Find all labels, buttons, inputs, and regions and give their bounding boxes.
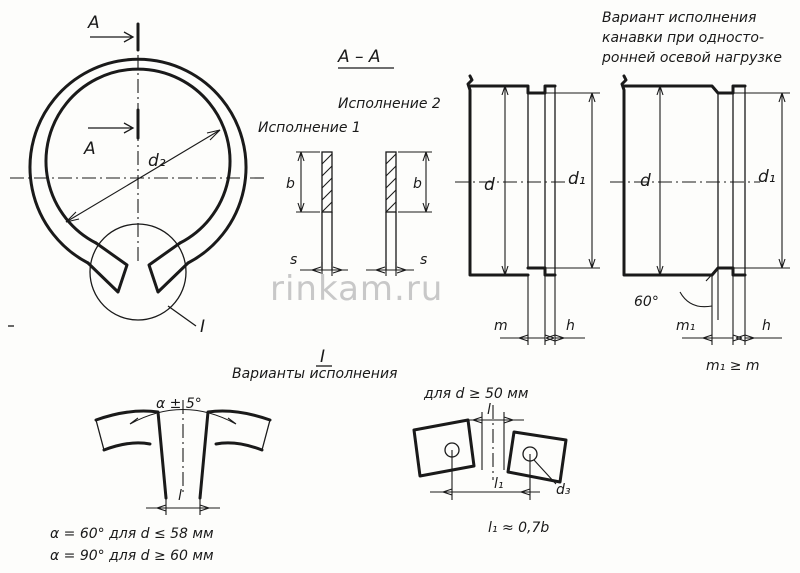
one-side-d1-dim [733, 92, 790, 269]
one-side-relation: m₁ ≥ m [706, 358, 760, 374]
detail-callout-label: I [200, 317, 205, 337]
shaft-step-lines [527, 86, 556, 275]
one-side-angle-arc [679, 267, 719, 308]
groove-m-label: m [494, 318, 508, 334]
detail-section: I Варианты исполнения α ± 5° l α = 60° д… [50, 347, 397, 564]
variant2-profile [385, 151, 397, 213]
one-side-title-2: канавки при односто- [602, 30, 764, 46]
one-side-h-label: h [762, 318, 771, 334]
holes-condition: для d ≥ 50 мм [423, 386, 529, 402]
ring-diameter-line [65, 129, 221, 223]
ring-view: I A A d₂ [8, 13, 265, 337]
groove-h-label: h [566, 318, 575, 334]
detail-holes-section: для d ≥ 50 мм l l₁ d₃ l₁ ≈ 0,7b [412, 386, 571, 536]
one-side-extension-lines [711, 275, 746, 345]
groove-one-side-view: Вариант исполнения канавки при односто- … [601, 10, 790, 374]
section-mark-top: A [87, 13, 100, 33]
detail-gap-dim [146, 498, 220, 515]
holes-gap-dim [462, 412, 524, 470]
one-side-m1-dim [682, 334, 743, 342]
groove-m-dim [500, 334, 555, 342]
variant1-s-label: s [290, 252, 297, 268]
one-side-d-label: d [640, 171, 651, 191]
groove-extension-lines [527, 275, 556, 345]
ring-diameter-arrows [65, 129, 221, 223]
holes-l1-label: l₁ [494, 476, 504, 492]
one-side-title-1: Вариант исполнения [602, 10, 756, 26]
one-side-step-lines [717, 86, 746, 275]
variant2-b-label: b [413, 176, 422, 192]
ring-lug-right [147, 241, 190, 294]
variant1-b-dim [296, 151, 320, 213]
one-side-h-dim [735, 334, 782, 342]
detail-title: Варианты исполнения [232, 366, 397, 382]
one-side-m1-label: m₁ [676, 318, 695, 334]
ring-diameter-label: d₂ [148, 151, 166, 171]
holes-l1-dim [430, 450, 540, 500]
variant1-s-dim [300, 262, 348, 276]
detail-note-1: α = 60° для d ≤ 58 мм [50, 526, 214, 542]
holes-d3-label: d₃ [556, 482, 571, 498]
groove-d-label: d [484, 175, 495, 195]
detail-title-mark: I [320, 347, 325, 367]
detail-gap-label: l [178, 488, 182, 504]
variant1-hatch [321, 153, 333, 213]
variant2-shank [385, 212, 397, 270]
holes-gap-label: l [487, 402, 491, 418]
detail-angle-label: α ± 5° [156, 396, 202, 412]
one-side-title-3: ронней осевой нагрузке [601, 50, 782, 66]
holes-relation: l₁ ≈ 0,7b [488, 520, 549, 536]
one-side-shaft-outline [620, 74, 747, 277]
variant2-label: Исполнение 2 [338, 96, 441, 112]
one-side-d1-label: d₁ [758, 167, 776, 187]
variant1-b-label: b [286, 176, 295, 192]
watermark-text: rinkam.ru [270, 269, 443, 309]
groove-d-dim [501, 85, 509, 276]
section-arrow-mid [88, 122, 135, 134]
variant1-profile [321, 151, 333, 213]
one-side-angle-label: 60° [634, 294, 659, 310]
detail-angle-arc [129, 409, 237, 425]
variant2-b-dim [398, 151, 432, 213]
section-title: А – А [337, 47, 381, 67]
detail-circle [89, 223, 187, 321]
groove-d1-dim [545, 92, 600, 269]
holes-lug-right [506, 430, 568, 484]
ring-inner-edge [44, 67, 232, 245]
holes-lug-left [412, 418, 476, 478]
groove-d1-label: d₁ [568, 169, 586, 189]
section-mark-mid: A [83, 139, 96, 159]
detail-note-2: α = 90° для d ≥ 60 мм [50, 548, 214, 564]
variant2-s-label: s [420, 252, 427, 268]
ring-lug-left [86, 241, 129, 294]
variant2-hatch [385, 153, 397, 213]
detail-lug-right [198, 409, 272, 500]
variant1-label: Исполнение 1 [258, 120, 361, 136]
shaft-outline [466, 74, 557, 277]
section-view: А – А Исполнение 2 Исполнение 1 b s b [258, 47, 441, 276]
groove-view: d d₁ m h [455, 74, 600, 345]
variant2-s-dim [366, 262, 414, 276]
detail-lug-left [94, 409, 168, 500]
holes-d3-leader [533, 459, 557, 485]
variant1-shank [321, 212, 333, 270]
detail-lug-closures [95, 419, 271, 451]
groove-h-dim [545, 334, 585, 342]
detail-leader [167, 305, 197, 327]
section-arrow-top [90, 31, 135, 43]
one-side-d-dim [656, 85, 664, 276]
